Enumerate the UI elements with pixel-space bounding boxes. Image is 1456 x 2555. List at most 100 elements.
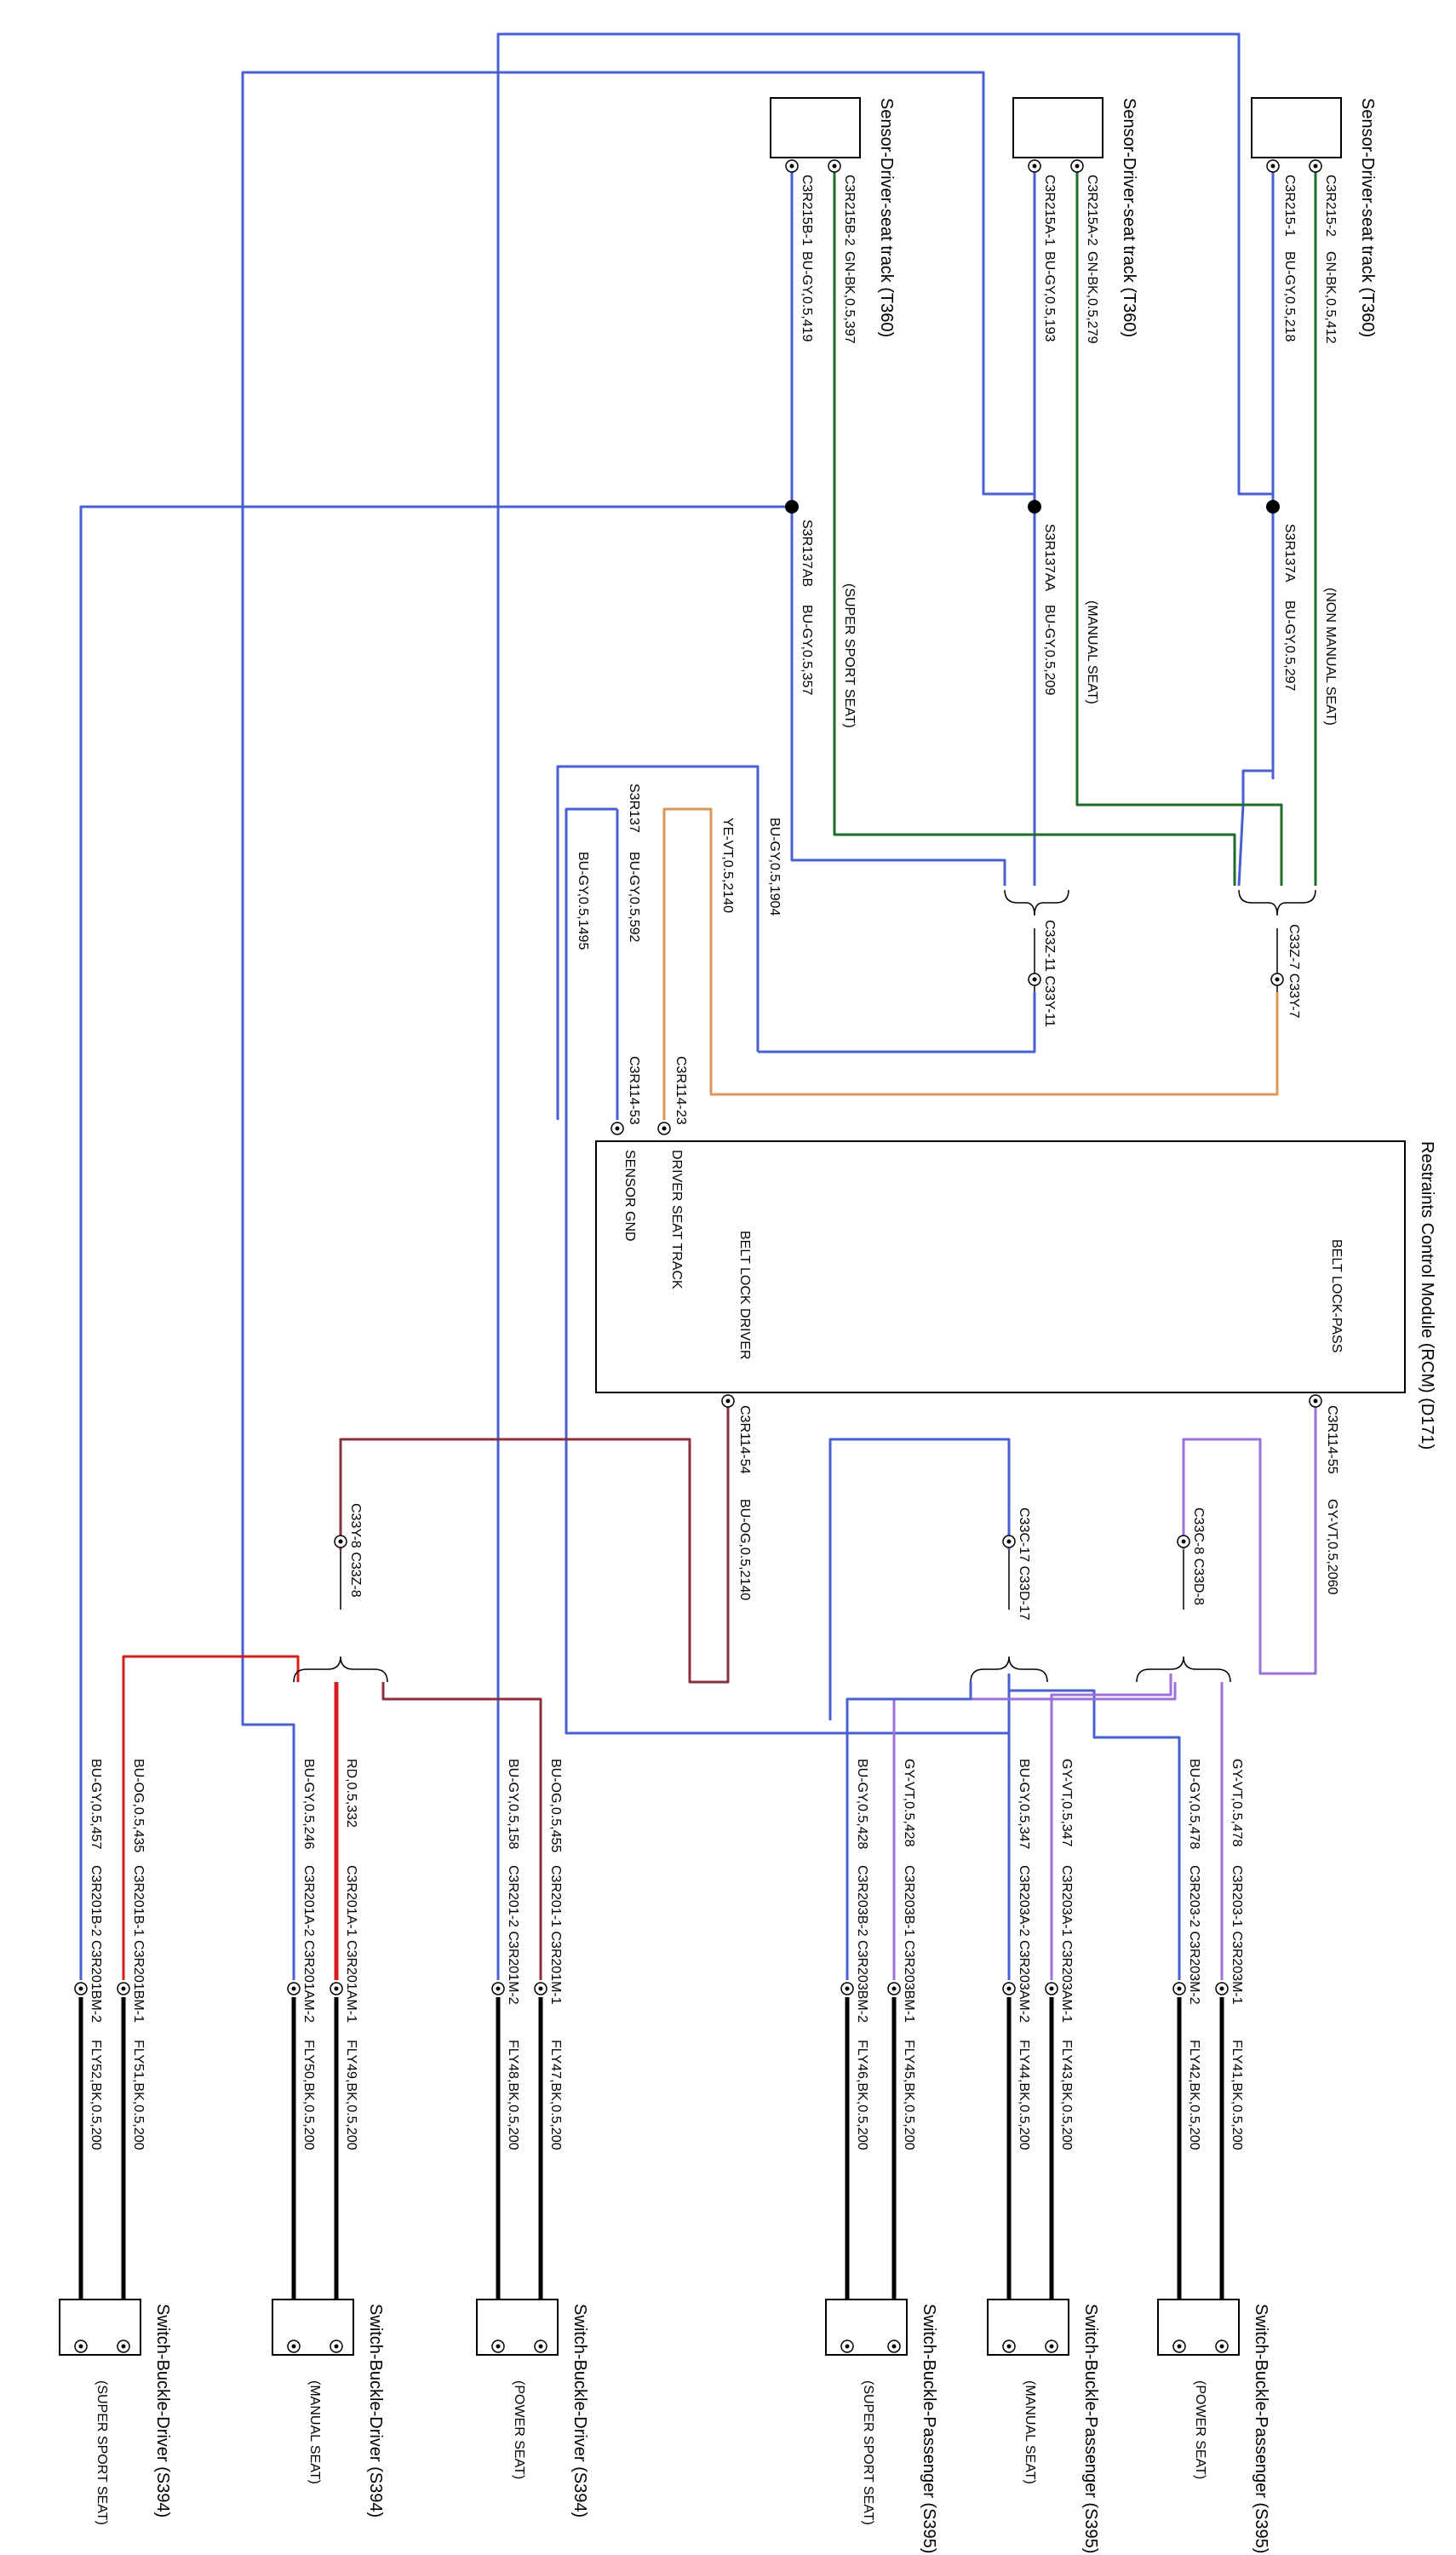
sw1-variant: (POWER SEAT) xyxy=(1193,2380,1207,2479)
sensor-title-3: Sensor-Driver-seat track (T360) xyxy=(877,98,896,337)
sw4-w2: BU-GY,0.5,158 xyxy=(506,1759,520,1850)
wire-bu-gy-158 xyxy=(496,32,1273,1980)
wire-gn-bk-279 xyxy=(1075,166,1283,886)
sensor2-variant: (MANUAL SEAT) xyxy=(1085,600,1099,704)
sensor-box-1 xyxy=(1251,97,1342,158)
sw4-g1: FLY47,BK,0.5,200 xyxy=(548,2040,563,2150)
sensor3-wire2: GN-BK,0.5,397 xyxy=(842,251,857,344)
wire-bu-gy-246 xyxy=(241,71,1035,1980)
sw3-w1: GY-VT,0.5,428 xyxy=(902,1759,916,1847)
sw1-c2: C3R203-2 C3R203M-2 xyxy=(1187,1865,1201,2005)
sensor-box-2 xyxy=(1012,97,1103,158)
bracket-c33c17 xyxy=(970,1656,1048,1683)
inline-c33y8: C33Y-8 C33Z-8 xyxy=(348,1503,363,1598)
sw1-w1: GY-VT,0.5,478 xyxy=(1230,1759,1244,1847)
wire-bu-gy-428 xyxy=(846,1682,972,1980)
wire-bu-gy-457 xyxy=(79,505,792,1980)
sw6-g2: FLY52,BK,0.5,200 xyxy=(89,2040,103,2150)
sw1-c1: C3R203-1 C3R203M-1 xyxy=(1230,1865,1244,2005)
sw6-w2: BU-GY,0.5,457 xyxy=(89,1759,103,1850)
sensor-box-3 xyxy=(770,97,861,158)
sensor3-splice: S3R137AB xyxy=(800,520,814,587)
sw1-g1: FLY41,BK,0.5,200 xyxy=(1230,2040,1244,2150)
sw6-w1: BU-OG,0.5,435 xyxy=(131,1759,146,1852)
sw4-g2: FLY48,BK,0.5,200 xyxy=(506,2040,520,2150)
sw3-c2: C3R203B-2 C3R203BM-2 xyxy=(855,1865,869,2023)
sw4-c2: C3R201-2 C3R201M-2 xyxy=(506,1865,520,2005)
sensor2-pin2: C3R215A-2 xyxy=(1085,175,1099,246)
sw2-g2: FLY44,BK,0.5,200 xyxy=(1017,2040,1031,2150)
sw4-title: Switch-Buckle-Driver (S394) xyxy=(570,2304,589,2518)
sw5-w1: RD,0.5,332 xyxy=(344,1759,358,1828)
sw5-c1: C3R201A-1 C3R201AM-1 xyxy=(344,1865,358,2023)
sensor3-pin1: C3R215B-1 xyxy=(800,175,814,246)
bracket-c33y8 xyxy=(293,1656,388,1683)
label-s3r137: S3R137 xyxy=(627,784,641,833)
sw3-title: Switch-Buckle-Passenger (S395) xyxy=(920,2304,938,2553)
label-w-2140o: BU-OG,0.5,2140 xyxy=(737,1499,752,1600)
rcm-pin-belt-lock-pass: BELT LOCK-PASS xyxy=(1329,1239,1344,1352)
sw1-g2: FLY42,BK,0.5,200 xyxy=(1187,2040,1201,2150)
sensor1-splice-wire: BU-GY,0.5,297 xyxy=(1282,600,1297,692)
sw3-c1: C3R203B-1 C3R203BM-1 xyxy=(902,1865,916,2023)
wire-bu-gy-419 xyxy=(790,166,1006,886)
sw3-g1: FLY45,BK,0.5,200 xyxy=(902,2040,916,2150)
inline-c33c17: C33C-17 C33D-17 xyxy=(1017,1507,1031,1621)
inline-c33y11: C33Z-11 C33Y-11 xyxy=(1042,920,1057,1027)
bracket-c33c8 xyxy=(1136,1656,1231,1683)
sw6-c2: C3R201B-2 C3R201BM-2 xyxy=(89,1865,103,2023)
bracket-c33y7 xyxy=(1238,889,1316,916)
splice-s3r137ab xyxy=(785,500,799,514)
sensor-title-2: Sensor-Driver-seat track (T360) xyxy=(1120,98,1138,337)
sensor1-splice: S3R137A xyxy=(1282,524,1297,583)
sw5-w2: BU-GY,0.5,246 xyxy=(301,1759,316,1850)
bracket-c33y11 xyxy=(1004,889,1069,916)
sw2-c1: C3R203A-1 C3R203AM-1 xyxy=(1059,1865,1074,2023)
sw1-w2: BU-GY,0.5,478 xyxy=(1187,1759,1201,1850)
wire-bu-gy-1904 xyxy=(556,765,760,1120)
sensor3-wire1: BU-GY,0.5,419 xyxy=(800,251,814,342)
sw6-title: Switch-Buckle-Driver (S394) xyxy=(153,2304,172,2518)
sw5-g1: FLY49,BK,0.5,200 xyxy=(344,2040,358,2150)
sw2-g1: FLY43,BK,0.5,200 xyxy=(1059,2040,1074,2150)
sw6-c1: C3R201B-1 C3R201BM-1 xyxy=(131,1865,146,2023)
sw4-w1: BU-OG,0.5,455 xyxy=(548,1759,563,1852)
sw1-title: Switch-Buckle-Passenger (S395) xyxy=(1252,2304,1270,2553)
wire-gn-bk-397 xyxy=(833,166,1236,886)
rcm-pin-driver-seat-track: DRIVER SEAT TRACK xyxy=(669,1150,684,1289)
rcm-pin-belt-lock-driver: BELT LOCK DRIVER xyxy=(737,1231,752,1359)
wire-gy-vt-347 xyxy=(1050,1674,1172,1980)
sw3-variant: (SUPER SPORT SEAT) xyxy=(861,2380,875,2525)
label-w-1904: BU-GY,0.5,1904 xyxy=(767,818,782,916)
wire-bu-gy-1904b xyxy=(758,992,1036,1054)
sensor3-splice-wire: BU-GY,0.5,357 xyxy=(800,605,814,696)
inline-c33c8: C33C-8 C33D-8 xyxy=(1191,1507,1206,1605)
sw4-c1: C3R201-1 C3R201M-1 xyxy=(548,1865,563,2005)
sensor1-wire2: GN-BK,0.5,412 xyxy=(1323,251,1338,344)
sw3-g2: FLY46,BK,0.5,200 xyxy=(855,2040,869,2150)
sensor2-pin1: C3R215A-1 xyxy=(1042,175,1057,246)
sw3-w2: BU-GY,0.5,428 xyxy=(855,1759,869,1850)
sensor3-variant: (SUPER SPORT SEAT) xyxy=(842,583,857,728)
rcm-connector-55: C3R114-55 xyxy=(1325,1405,1339,1474)
wire-bu-gy-rcm-17 xyxy=(828,1438,1011,1720)
label-w-2140y: YE-VT,0.5,2140 xyxy=(720,818,735,913)
sw5-c2: C3R201A-2 C3R201AM-2 xyxy=(301,1865,316,2023)
sensor1-variant: (NON MANUAL SEAT) xyxy=(1323,588,1338,726)
sensor1-pin1: C3R215-1 xyxy=(1282,175,1297,237)
sensor2-wire2: GN-BK,0.5,279 xyxy=(1085,251,1099,344)
rcm-box xyxy=(595,1140,1406,1393)
rcm-connector-23: C3R114-23 xyxy=(674,1056,688,1125)
rcm-connector-54: C3R114-54 xyxy=(737,1405,752,1474)
rcm-pin-sensor-gnd: SENSOR GND xyxy=(622,1150,637,1242)
sw5-title: Switch-Buckle-Driver (S394) xyxy=(366,2304,385,2518)
sw5-g2: FLY50,BK,0.5,200 xyxy=(301,2040,316,2150)
sw4-variant: (POWER SEAT) xyxy=(512,2380,526,2479)
sensor2-wire1: BU-GY,0.5,193 xyxy=(1042,251,1057,342)
wire-bu-gy-218 xyxy=(1237,166,1275,887)
label-w-592: BU-GY,0.5,592 xyxy=(627,852,641,943)
splice-s3r137a xyxy=(1266,500,1280,514)
sw2-w2: BU-GY,0.5,347 xyxy=(1017,1759,1031,1850)
wire-bu-og-2140 xyxy=(339,1397,730,1684)
